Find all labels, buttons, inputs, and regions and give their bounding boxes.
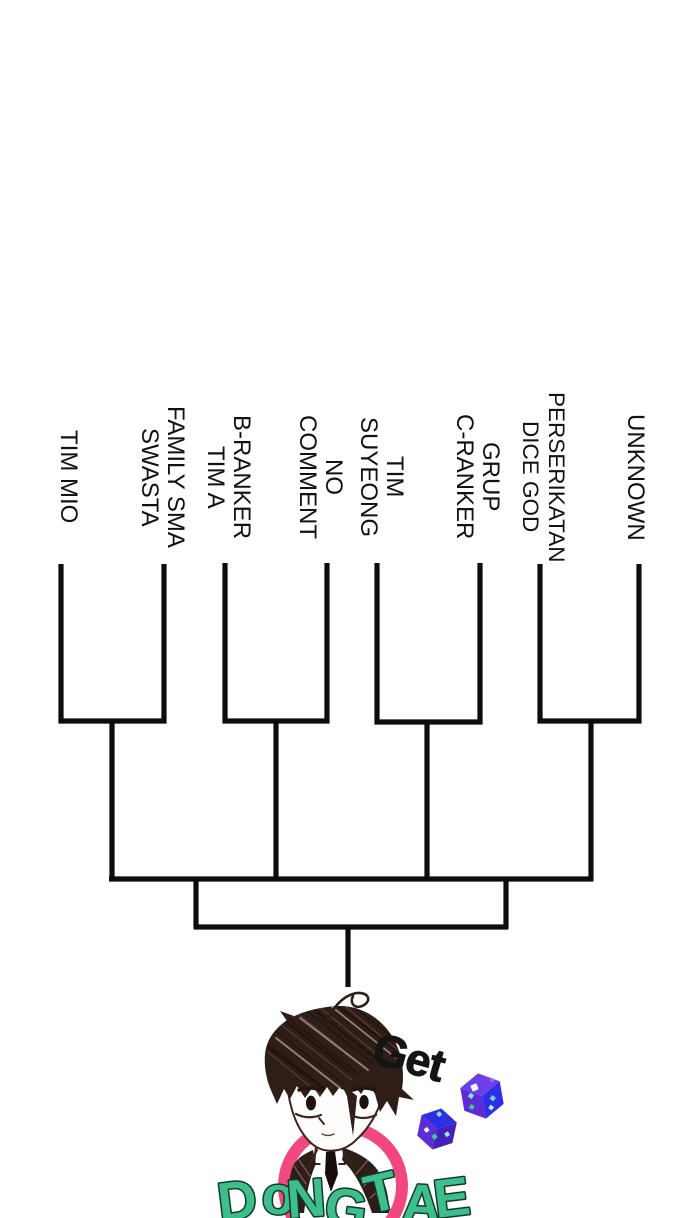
team-label-grup-c-ranker: GRUP C-RANKER: [451, 414, 504, 540]
caption-dong-tae: DoNG TAE: [214, 1160, 473, 1218]
team-label-b-ranker-tim-a: B-RANKER TIM A: [202, 414, 255, 540]
team-label-tim-mio: TIM MIO: [55, 430, 82, 524]
bracket-lines: [58, 563, 642, 987]
jacket: [288, 1147, 389, 1213]
team-label-perserikatan-dice-god: PERSERIKATAN DICE GOD: [518, 391, 569, 563]
team-label-no-comment: NO COMMENT: [294, 415, 347, 539]
mouth: [321, 1133, 335, 1137]
die-right: [460, 1073, 504, 1119]
dice: [417, 1073, 504, 1150]
die-left: [417, 1108, 457, 1150]
eyes: [294, 1086, 378, 1120]
nose: [318, 1117, 325, 1125]
team-label-tim-suyeong: TIM SUYEONG: [355, 416, 408, 538]
team-label-family-sma-swasta: FAMILY SMA SWASTA: [136, 406, 189, 548]
chibi-character: [264, 991, 414, 1213]
hair: [264, 991, 414, 1136]
team-label-unknown: UNKNOWN: [622, 413, 649, 541]
